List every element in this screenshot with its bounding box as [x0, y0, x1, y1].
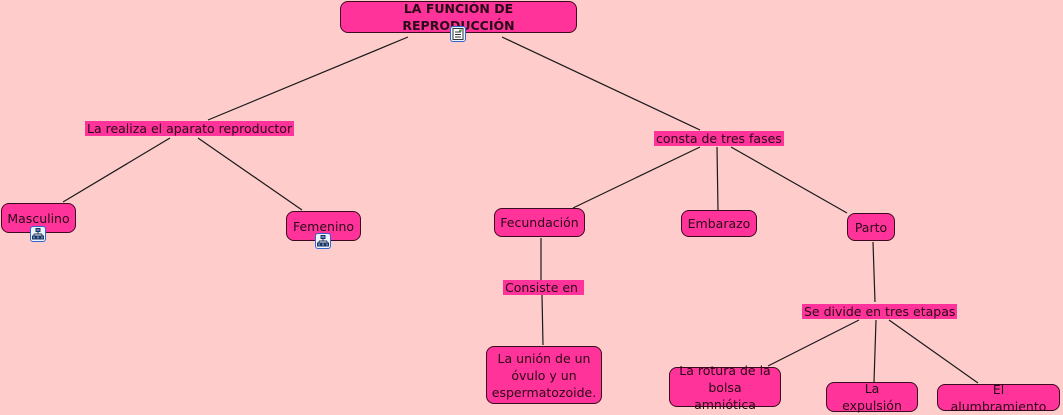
line-consiste-union	[541, 294, 544, 346]
line-divide-expulsion	[873, 319, 877, 383]
concept-label-fecundacion: Fecundación	[500, 215, 579, 230]
line-consta-fecundacion	[572, 146, 701, 209]
line-root-realiza	[207, 36, 409, 121]
link-label-divide[interactable]: Se divide en tres etapas	[802, 304, 958, 319]
concept-node-alumbramiento[interactable]: El alumbramiento	[937, 382, 1060, 414]
submap-resource-icon[interactable]	[30, 226, 46, 242]
concept-node-expulsion[interactable]: La expulsión	[826, 381, 918, 413]
concept-label-union: La unión de un óvulo y un espermatozoide…	[491, 350, 597, 400]
link-label-consta[interactable]: consta de tres fases	[654, 131, 784, 146]
root-concept-label: LA FUNCIÓN DE REPRODUCCIÓN	[402, 1, 514, 33]
line-consta-embarazo	[716, 146, 719, 211]
concept-label-embarazo: Embarazo	[687, 216, 751, 231]
link-label-consiste[interactable]: Consiste en	[503, 280, 584, 295]
line-divide-alumbramiento	[888, 319, 979, 384]
concept-node-fecundacion[interactable]: Fecundación	[494, 208, 585, 237]
line-root-consta	[501, 36, 701, 131]
concept-node-union[interactable]: La unión de un óvulo y un espermatozoide…	[486, 346, 602, 404]
line-realiza-masculino	[62, 137, 171, 203]
concept-label-expulsion: La expulsión	[842, 381, 902, 413]
line-divide-rotura	[767, 319, 860, 367]
concept-node-rotura[interactable]: La rotura de la bolsa amniótica	[669, 363, 781, 412]
document-resource-icon[interactable]	[450, 26, 466, 42]
concept-label-alumbramiento: El alumbramiento	[950, 381, 1047, 414]
concept-node-parto[interactable]: Parto	[847, 213, 895, 241]
line-realiza-femenino	[197, 137, 303, 211]
concept-label-masculino: Masculino	[7, 210, 70, 226]
link-label-realiza[interactable]: La realiza el aparato reproductor	[85, 121, 295, 136]
concept-label-femenino: Femenino	[292, 218, 355, 234]
concept-node-embarazo[interactable]: Embarazo	[681, 210, 757, 237]
concept-label-parto: Parto	[854, 219, 888, 235]
concept-label-rotura: La rotura de la bolsa amniótica	[679, 362, 771, 412]
line-parto-divide	[872, 241, 876, 303]
line-consta-parto	[730, 146, 848, 214]
submap-resource-icon[interactable]	[315, 233, 331, 249]
